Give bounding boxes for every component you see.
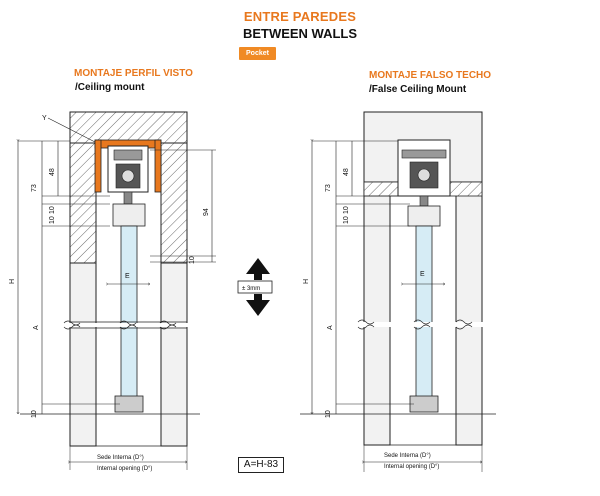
left-dim-h: H — [9, 279, 16, 284]
right-dim-10a: 10 — [343, 206, 350, 214]
left-drawing — [18, 111, 216, 470]
right-bottom-label-1: Sede Interna (D°) — [384, 453, 431, 459]
right-floor-guide — [409, 395, 439, 413]
right-dim-e: E — [420, 271, 425, 278]
right-dim-a: A — [327, 325, 334, 330]
adjust-arrow-icon — [237, 258, 273, 316]
left-wall-right — [160, 262, 188, 447]
left-dim-e: E — [125, 273, 130, 280]
left-roller — [113, 149, 143, 161]
right-hanger — [419, 195, 429, 207]
formula-box: A=H-83 — [238, 457, 284, 473]
left-dim-10a: 10 — [49, 206, 56, 214]
adjust-label: ± 3mm — [242, 286, 260, 292]
left-dim-10c: 10 — [189, 256, 196, 264]
left-dim-94: 94 — [203, 208, 210, 216]
left-title-en: /Ceiling mount — [75, 82, 145, 93]
left-glass — [120, 225, 138, 412]
right-glass — [415, 225, 433, 412]
left-dim-10b: 10 — [49, 216, 56, 224]
left-wall-hatch-left — [69, 142, 97, 264]
right-dim-10b: 10 — [343, 216, 350, 224]
left-profile-side-2 — [154, 139, 162, 193]
left-bottom-label-1: Sede Interna (D°) — [97, 455, 144, 461]
right-dim-h: H — [303, 279, 310, 284]
right-wheel-hub — [417, 168, 431, 182]
title-es: ENTRE PAREDES — [243, 9, 357, 24]
left-hanger — [123, 191, 133, 205]
right-bottom-label-2: Internal opening (D°) — [384, 464, 439, 470]
left-dim-73: 73 — [31, 184, 38, 192]
left-bottom-label-2: Internal opening (D°) — [97, 466, 152, 472]
right-dim-48: 48 — [343, 168, 350, 176]
right-clamp — [407, 205, 441, 227]
title-en: BETWEEN WALLS — [242, 26, 358, 41]
left-dim-a: A — [33, 325, 40, 330]
right-dim-73: 73 — [325, 184, 332, 192]
left-wall-hatch — [160, 142, 188, 264]
pocket-badge: Pocket — [239, 47, 276, 60]
right-title-en: /False Ceiling Mount — [369, 84, 467, 95]
right-wall-left — [363, 181, 391, 446]
right-roller — [401, 149, 447, 159]
left-ceiling — [69, 111, 188, 144]
right-title-es: MONTAJE FALSO TECHO — [369, 70, 492, 81]
left-label-y: Y — [42, 115, 47, 122]
left-wheel-hub — [121, 169, 135, 183]
left-dim-10d: 10 — [31, 410, 38, 418]
left-profile-side — [94, 139, 102, 193]
right-drawing — [300, 111, 496, 472]
left-dim-48: 48 — [49, 168, 56, 176]
right-wall-right — [455, 181, 483, 446]
left-clamp — [112, 203, 146, 227]
right-dim-10d: 10 — [325, 410, 332, 418]
left-title-es: MONTAJE PERFIL VISTO — [74, 68, 193, 79]
